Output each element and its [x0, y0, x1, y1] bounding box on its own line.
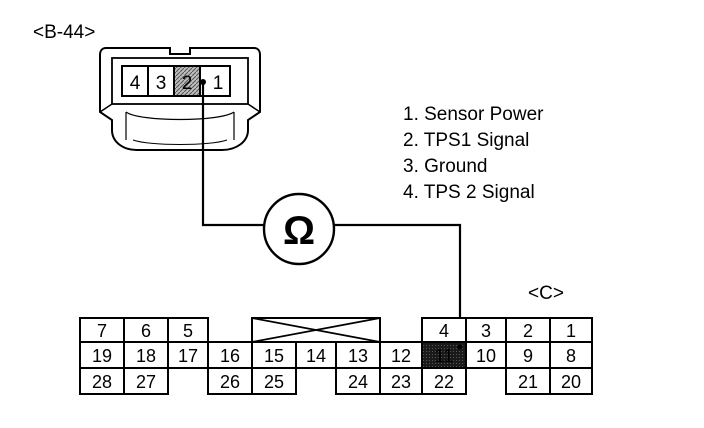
connector-c-pin: 14 — [306, 346, 326, 366]
legend-item: 2. TPS1 Signal — [403, 130, 529, 151]
connector-c-bottom-row: 28 27 26 25 24 23 22 21 20 — [92, 372, 581, 392]
connector-c-pin: 9 — [523, 346, 533, 366]
connector-c-pin: 16 — [220, 346, 240, 366]
connector-c-pin: 10 — [476, 346, 496, 366]
wire-b-to-meter — [201, 82, 264, 227]
connector-c-grid — [79, 317, 593, 395]
connector-b-pin-cell — [121, 65, 149, 97]
legend-item: 1. Sensor Power — [403, 104, 544, 125]
connector-c-pin: 19 — [92, 346, 112, 366]
connector-c-pin: 18 — [136, 346, 156, 366]
connector-c-pin: 17 — [178, 346, 198, 366]
connector-c-top-row: 7 6 5 4 3 2 1 — [97, 321, 576, 341]
probe-tip — [457, 344, 463, 350]
connector-c-pin: 20 — [561, 372, 581, 392]
connector-c-pin: 27 — [136, 372, 156, 392]
connector-b-pin-cell — [147, 65, 175, 97]
connector-c-pin: 1 — [566, 321, 576, 341]
connector-c-pin: 7 — [97, 321, 107, 341]
connector-c-pin-11: 11 — [435, 346, 454, 366]
connector-c-pin: 24 — [348, 372, 368, 392]
connector-c-pin-11-highlight — [421, 341, 467, 369]
connector-c-pin: 3 — [481, 321, 491, 341]
measurement-wiring — [200, 79, 462, 347]
connector-b-pin-1: 1 — [213, 73, 224, 94]
connector-c-pin: 22 — [434, 372, 454, 392]
connector-b-label: <B-44> — [33, 22, 95, 43]
connector-c-pin: 21 — [518, 372, 538, 392]
ohm-symbol: Ω — [283, 209, 315, 253]
connector-b-pin-2: 2 — [182, 73, 193, 94]
connector-c-pin: 2 — [523, 321, 533, 341]
connector-b-pin-4: 4 — [130, 73, 141, 94]
connector-c-pin: 26 — [220, 372, 240, 392]
legend-item: 4. TPS 2 Signal — [403, 182, 535, 203]
ohmmeter-icon: Ω — [262, 192, 336, 266]
wire-meter-to-c — [334, 223, 462, 347]
connector-c-label: <C> — [528, 283, 564, 304]
connector-c-pin: 4 — [439, 321, 449, 341]
connector-c-pin: 5 — [183, 321, 193, 341]
connector-c-pin: 13 — [348, 346, 368, 366]
connector-c-pin: 15 — [264, 346, 284, 366]
connector-c-middle-row: 19 18 17 16 15 14 13 12 11 10 9 8 — [92, 346, 576, 366]
connector-c-pin: 23 — [391, 372, 411, 392]
connector-c-pin: 28 — [92, 372, 112, 392]
legend-item: 3. Ground — [403, 156, 488, 177]
connector-b-pin-3: 3 — [156, 73, 167, 94]
connector-c-pin: 12 — [391, 346, 411, 366]
connector-c-pin: 6 — [141, 321, 151, 341]
connector-c-pin: 8 — [566, 346, 576, 366]
connector-b-housing — [99, 47, 261, 151]
connector-b-pins: 4 3 2 1 — [121, 65, 231, 97]
pin-legend: 1. Sensor Power 2. TPS1 Signal 3. Ground… — [403, 104, 544, 203]
connector-c-pin: 25 — [264, 372, 284, 392]
